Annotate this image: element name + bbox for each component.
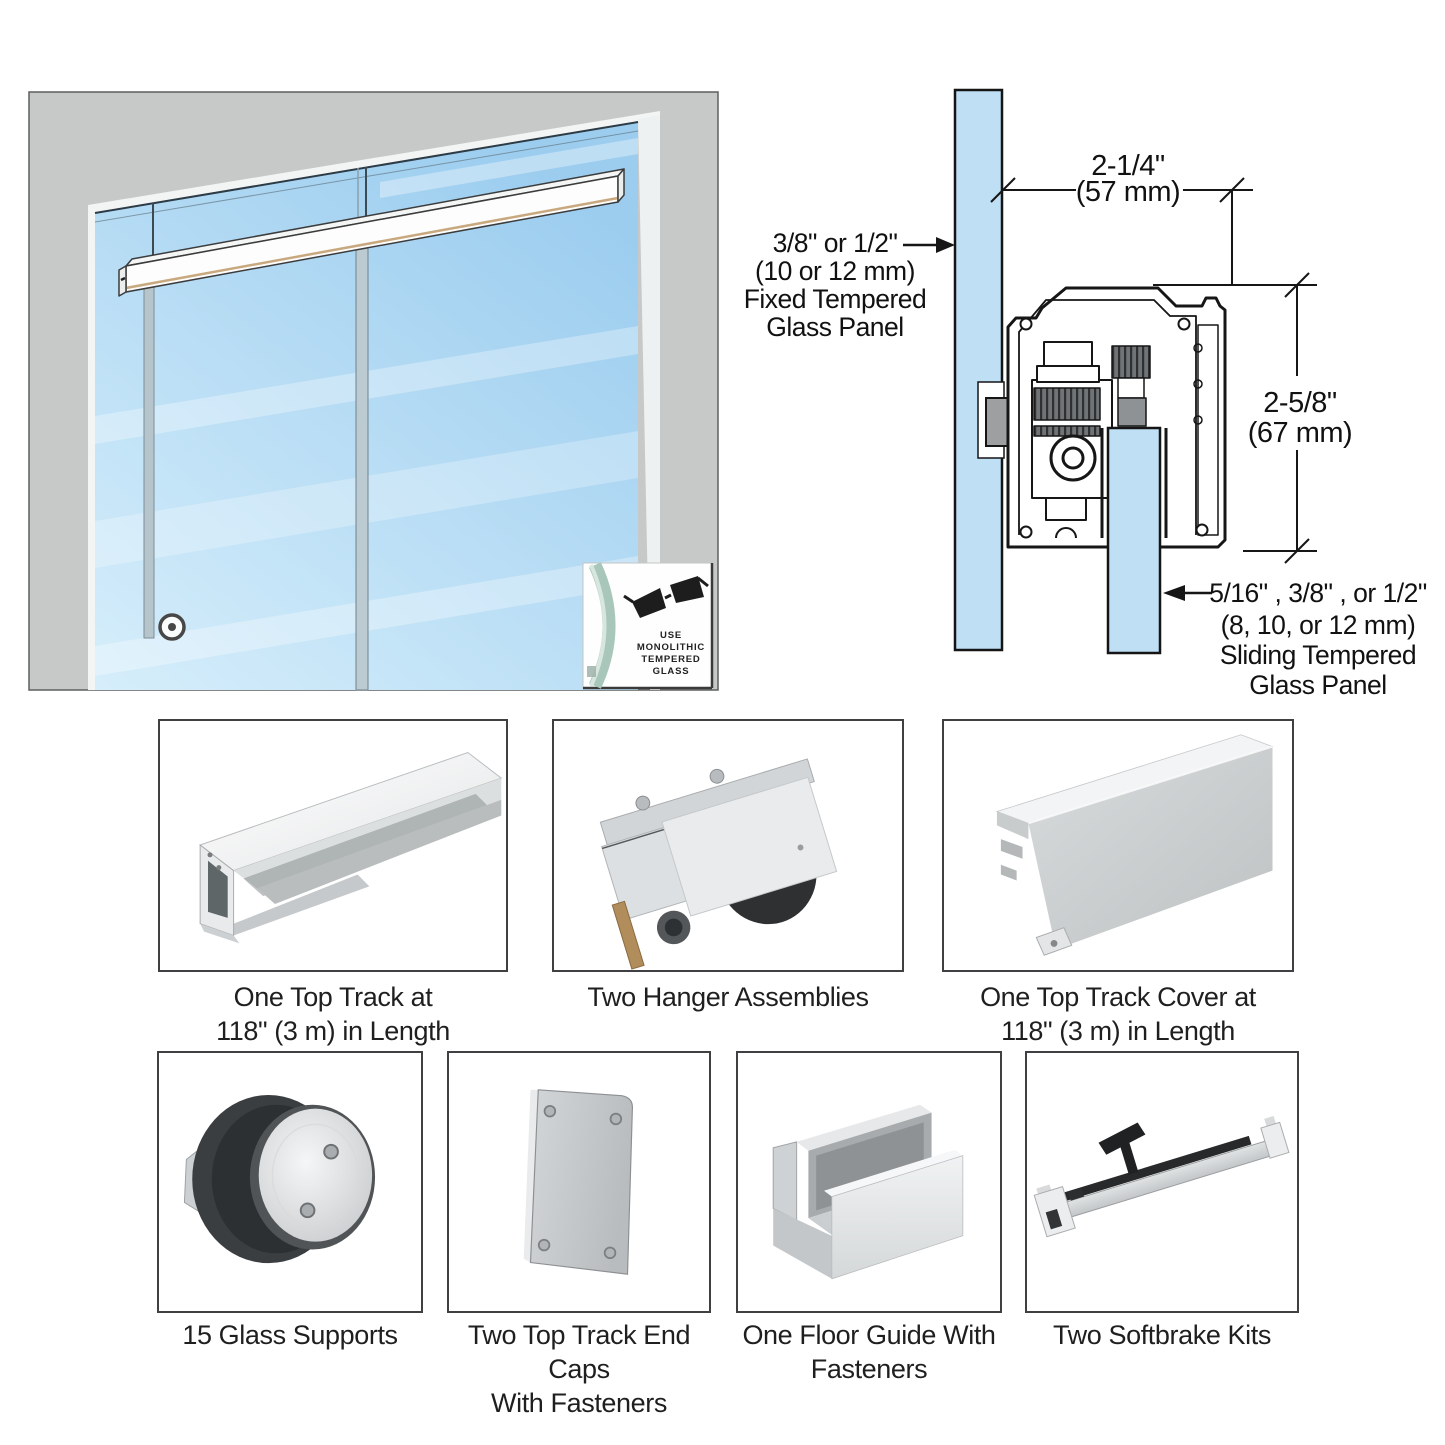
caption-line: One Top Track Cover at xyxy=(980,982,1256,1012)
arrow-left-icon xyxy=(1163,585,1185,601)
caption-top-track: One Top Track at 118" (3 m) in Length xyxy=(158,980,508,1048)
caption-line: 118" (3 m) in Length xyxy=(1001,1016,1235,1046)
sliding-glass-panel xyxy=(1106,426,1162,655)
left-jamb xyxy=(88,205,95,690)
top-track-bar xyxy=(118,168,625,297)
hanger-assembly-photo xyxy=(599,758,838,970)
product-box-softbrake xyxy=(1025,1051,1299,1313)
caption-line: 15 Glass Supports xyxy=(182,1320,398,1350)
panel-divider-strip xyxy=(355,247,369,691)
product-box-glass-supports xyxy=(157,1051,423,1313)
sliding-label-line-3: Sliding Tempered xyxy=(1220,640,1416,670)
sliding-panel-label: 5/16" , 3/8" , or 1/2" (8, 10, or 12 mm)… xyxy=(1163,578,1427,700)
badge-line-3: TEMPERED xyxy=(641,654,700,665)
track-cross-section-diagram: 2-1/4" (57 mm) 2-5/8" (67 mm) 3/8" or 1/… xyxy=(744,88,1427,700)
caption-line: Two Hanger Assemblies xyxy=(587,982,869,1012)
tempered-glass-badge: USE MONOLITHIC TEMPERED GLASS xyxy=(582,562,714,690)
top-track-photo xyxy=(199,751,503,944)
product-box-top-track xyxy=(158,719,508,972)
product-box-end-caps xyxy=(447,1051,711,1313)
sliding-label-line-2: (8, 10, or 12 mm) xyxy=(1221,610,1416,640)
caption-line: Fasteners xyxy=(810,1354,928,1384)
door-knob xyxy=(158,613,186,641)
caption-line: One Floor Guide With xyxy=(742,1320,996,1350)
softbrake-photo xyxy=(1033,1115,1290,1238)
caption-line: Two Top Track End Caps xyxy=(467,1320,691,1384)
glass-edge-arc xyxy=(589,562,616,689)
glasses-icon xyxy=(623,576,709,618)
end-cap-photo xyxy=(523,1089,633,1275)
fixed-label-line-2: (10 or 12 mm) xyxy=(755,256,915,286)
dimension-width xyxy=(990,177,1317,298)
caption-hanger-assemblies: Two Hanger Assemblies xyxy=(552,980,904,1014)
top-track-cover-photo xyxy=(995,734,1274,956)
caption-softbrake: Two Softbrake Kits xyxy=(1025,1318,1299,1352)
fixed-label-line-3: Fixed Tempered xyxy=(744,284,927,314)
roller-cross-section xyxy=(1111,345,1151,427)
dim-height-imperial: 2-5/8" xyxy=(1263,387,1337,419)
caption-line: 118" (3 m) in Length xyxy=(216,1016,450,1046)
product-box-floor-guide xyxy=(736,1051,1002,1313)
fixed-glass-panel xyxy=(953,88,1004,652)
top-jamb xyxy=(88,111,660,213)
dim-height-metric: (67 mm) xyxy=(1248,417,1352,449)
caption-line: One Top Track at xyxy=(233,982,433,1012)
right-jamb xyxy=(638,115,660,690)
badge-line-1: USE xyxy=(660,630,682,641)
product-box-top-track-cover xyxy=(942,719,1294,972)
hanger-cross-section xyxy=(1031,341,1113,539)
floor-guide-photo xyxy=(772,1104,964,1280)
caption-glass-supports: 15 Glass Supports xyxy=(157,1318,423,1352)
caption-floor-guide: One Floor Guide With Fasteners xyxy=(736,1318,1002,1386)
track-profile xyxy=(1006,286,1227,549)
dimension-height xyxy=(1243,285,1317,564)
fixed-label-line-4: Glass Panel xyxy=(766,312,903,342)
caption-line: With Fasteners xyxy=(491,1388,667,1418)
sliding-label-line-4: Glass Panel xyxy=(1249,670,1386,700)
caption-end-caps: Two Top Track End Caps With Fasteners xyxy=(447,1318,711,1420)
caption-top-track-cover: One Top Track Cover at 118" (3 m) in Len… xyxy=(942,980,1294,1048)
dim-width-imperial: 2-1/4" xyxy=(1091,150,1165,182)
door-illustration: USE MONOLITHIC TEMPERED GLASS xyxy=(28,91,719,691)
badge-text: USE MONOLITHIC TEMPERED GLASS xyxy=(637,630,705,677)
glass-support-photo xyxy=(183,1094,376,1264)
fixed-panel-label: 3/8" or 1/2" (10 or 12 mm) Fixed Tempere… xyxy=(744,228,955,342)
arrow-right-icon xyxy=(936,237,955,253)
badge-line-4: GLASS xyxy=(653,666,690,677)
caption-line: Two Softbrake Kits xyxy=(1053,1320,1271,1350)
sliding-label-line-1: 5/16" , 3/8" , or 1/2" xyxy=(1209,578,1427,608)
badge-line-2: MONOLITHIC xyxy=(637,642,705,653)
fixed-label-line-1: 3/8" or 1/2" xyxy=(773,228,898,258)
product-box-hanger-assemblies xyxy=(552,719,904,972)
dim-width-metric: (57 mm) xyxy=(1076,176,1180,208)
panel-edge-strip xyxy=(143,284,155,639)
